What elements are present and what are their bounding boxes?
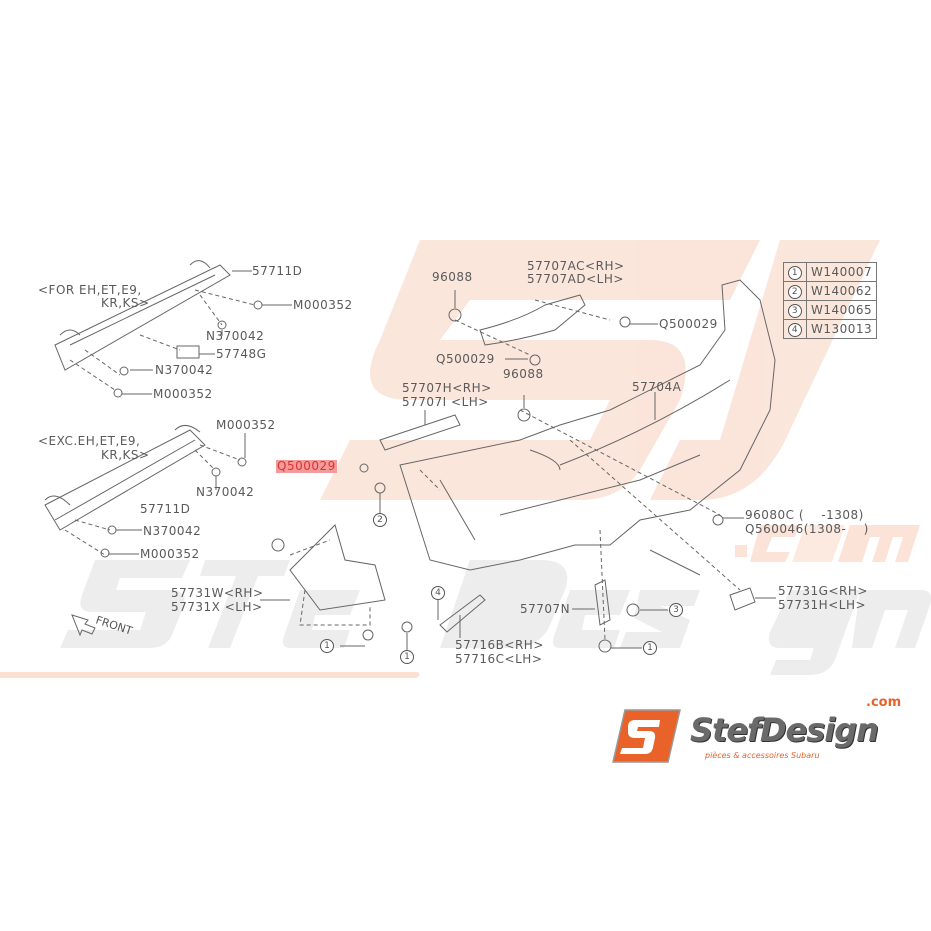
part-label-q500029: Q500029 [659, 317, 718, 331]
callout-1: 1 [400, 650, 414, 664]
legend-part: W140007 [805, 262, 878, 282]
part-label-57707n: 57707N [520, 602, 571, 616]
legend-number: 4 [788, 323, 802, 337]
part-label-57716b: 57716B<RH> [455, 638, 544, 652]
stud [649, 549, 701, 576]
watermark-brand [60, 560, 931, 675]
part-label-n370042: N370042 [196, 485, 255, 499]
part-label-n370042: N370042 [155, 363, 214, 377]
part-label-57711d-top: 57711D [252, 264, 303, 278]
part-label-q560046: Q560046(1308- ) [745, 522, 869, 536]
legend-number: 3 [788, 304, 802, 318]
variant-note-exc-2: KR,KS> [101, 448, 150, 462]
callout-1: 1 [320, 639, 334, 653]
watermark-domain [735, 525, 920, 562]
front-arrow-icon [71, 614, 96, 637]
variant-note-exc: <EXC.EH,ET,E9, [38, 434, 141, 448]
part-label-57707ac: 57707AC<RH> [527, 259, 625, 273]
watermark-tagline [0, 672, 420, 678]
legend-part: W140062 [805, 281, 878, 301]
part-label-57707i: 57707I <LH> [402, 395, 489, 409]
part-label-n370042: N370042 [206, 329, 265, 343]
part-label-96088: 96088 [432, 270, 473, 284]
pad-57748g [176, 345, 200, 359]
rear-beam-bottom [44, 425, 206, 531]
part-label-57707ad: 57707AD<LH> [527, 272, 624, 286]
bracket-57707ac [479, 294, 586, 346]
part-label-q500029-highlighted[interactable]: Q500029 [276, 459, 337, 473]
rear-beam-top [54, 260, 231, 371]
callout-4: 4 [431, 586, 445, 600]
part-label-57748g: 57748G [216, 347, 267, 361]
variant-note-for: <FOR EH,ET,E9, [38, 283, 142, 297]
legend-part: W130013 [805, 319, 878, 339]
callout-2: 2 [373, 513, 387, 527]
part-label-m000352: M000352 [293, 298, 353, 312]
bracket-57707h [379, 414, 461, 451]
logo-tagline: pièces & accessoires Subaru [705, 751, 820, 760]
callout-1: 1 [643, 641, 657, 655]
callout-3: 3 [669, 603, 683, 617]
part-label-m000352: M000352 [140, 547, 200, 561]
part-label-n370042: N370042 [143, 524, 202, 538]
side-bracket-57731w [289, 524, 386, 611]
part-label-57704a: 57704A [632, 380, 682, 394]
part-label-q500029: Q500029 [436, 352, 495, 366]
part-label-96080c: 96080C ( -1308) [745, 508, 864, 522]
logo-domain: .com [866, 695, 902, 710]
part-label-57716c: 57716C<LH> [455, 652, 543, 666]
legend-number: 1 [788, 266, 802, 280]
part-label-57731g: 57731G<RH> [778, 584, 868, 598]
part-label-57707h: 57707H<RH> [402, 381, 492, 395]
part-label-m000352: M000352 [216, 418, 276, 432]
bracket-57707n [594, 579, 611, 626]
part-label-96088: 96088 [503, 367, 544, 381]
rear-bumper-57704a [399, 279, 776, 571]
part-label-57731h: 57731H<LH> [778, 598, 867, 612]
variant-note-for-2: KR,KS> [101, 296, 150, 310]
part-label-57711d-bottom: 57711D [140, 502, 191, 516]
legend-number: 2 [788, 285, 802, 299]
part-label-m000352: M000352 [153, 387, 213, 401]
reflector-57731g [729, 587, 756, 611]
part-label-57731w: 57731W<RH> [171, 586, 264, 600]
legend-part: W140065 [805, 300, 878, 320]
part-label-57731x: 57731X <LH> [171, 600, 263, 614]
logo-brand: StefDesign [690, 711, 879, 749]
stay-57716b [439, 594, 486, 633]
